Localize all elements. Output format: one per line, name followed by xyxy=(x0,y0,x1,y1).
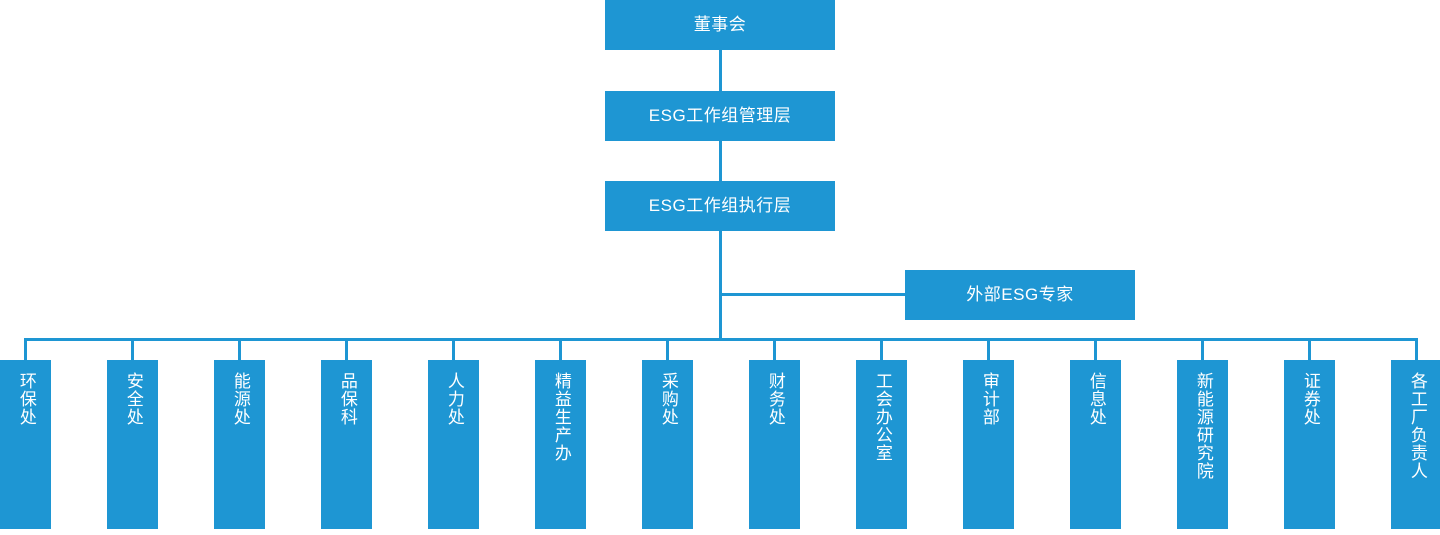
connector-drop-leg xyxy=(452,338,455,360)
node-department-safety[interactable]: 安全处 xyxy=(107,360,158,529)
connector-drop-leg xyxy=(666,338,669,360)
node-label: 安全处 xyxy=(123,372,143,426)
connector-execution-to-advisor xyxy=(719,293,906,296)
connector-department-bus xyxy=(24,338,1416,341)
node-department-environmental-protection[interactable]: 环保处 xyxy=(0,360,51,529)
node-department-quality-assurance[interactable]: 品保科 xyxy=(321,360,372,529)
node-label: 证券处 xyxy=(1300,372,1320,426)
node-external-esg-advisor[interactable]: 外部ESG专家 xyxy=(905,270,1135,320)
connector-drop-leg xyxy=(1094,338,1097,360)
node-department-audit[interactable]: 审计部 xyxy=(963,360,1014,529)
node-esg-working-group-execution[interactable]: ESG工作组执行层 xyxy=(605,181,835,231)
connector-drop-leg xyxy=(345,338,348,360)
connector-drop-leg xyxy=(1415,338,1418,360)
node-label: 外部ESG专家 xyxy=(966,285,1074,305)
node-label: 新能源研究院 xyxy=(1193,372,1213,480)
node-label: 各工厂负责人 xyxy=(1407,372,1427,480)
connector-management-to-execution xyxy=(719,140,722,181)
connector-drop-leg xyxy=(987,338,990,360)
node-department-finance[interactable]: 财务处 xyxy=(749,360,800,529)
node-label: 环保处 xyxy=(16,372,36,426)
node-label: 信息处 xyxy=(1086,372,1106,426)
node-department-information[interactable]: 信息处 xyxy=(1070,360,1121,529)
node-label: ESG工作组执行层 xyxy=(648,196,792,216)
node-label: 能源处 xyxy=(230,372,250,426)
node-label: 财务处 xyxy=(765,372,785,426)
node-label: 精益生产办 xyxy=(551,372,571,462)
node-department-union-office[interactable]: 工会办公室 xyxy=(856,360,907,529)
connector-execution-trunk xyxy=(719,230,722,340)
node-label: ESG工作组管理层 xyxy=(648,106,792,126)
node-department-human-resources[interactable]: 人力处 xyxy=(428,360,479,529)
connector-drop-leg xyxy=(24,338,27,360)
connector-drop-leg xyxy=(238,338,241,360)
node-department-procurement[interactable]: 采购处 xyxy=(642,360,693,529)
node-label: 董事会 xyxy=(693,15,747,35)
node-department-new-energy-research-institute[interactable]: 新能源研究院 xyxy=(1177,360,1228,529)
node-label: 采购处 xyxy=(658,372,678,426)
node-department-energy[interactable]: 能源处 xyxy=(214,360,265,529)
node-label: 品保科 xyxy=(337,372,357,426)
connector-drop-leg xyxy=(131,338,134,360)
node-esg-working-group-management[interactable]: ESG工作组管理层 xyxy=(605,91,835,141)
connector-drop-leg xyxy=(773,338,776,360)
node-board-of-directors[interactable]: 董事会 xyxy=(605,0,835,50)
node-label: 工会办公室 xyxy=(872,372,892,462)
node-label: 人力处 xyxy=(444,372,464,426)
connector-drop-leg xyxy=(559,338,562,360)
node-label: 审计部 xyxy=(979,372,999,426)
node-department-factory-managers[interactable]: 各工厂负责人 xyxy=(1391,360,1440,529)
node-department-securities[interactable]: 证券处 xyxy=(1284,360,1335,529)
connector-drop-leg xyxy=(880,338,883,360)
connector-drop-leg xyxy=(1308,338,1311,360)
connector-drop-leg xyxy=(1201,338,1204,360)
node-department-lean-production-office[interactable]: 精益生产办 xyxy=(535,360,586,529)
connector-board-to-management xyxy=(719,50,722,91)
